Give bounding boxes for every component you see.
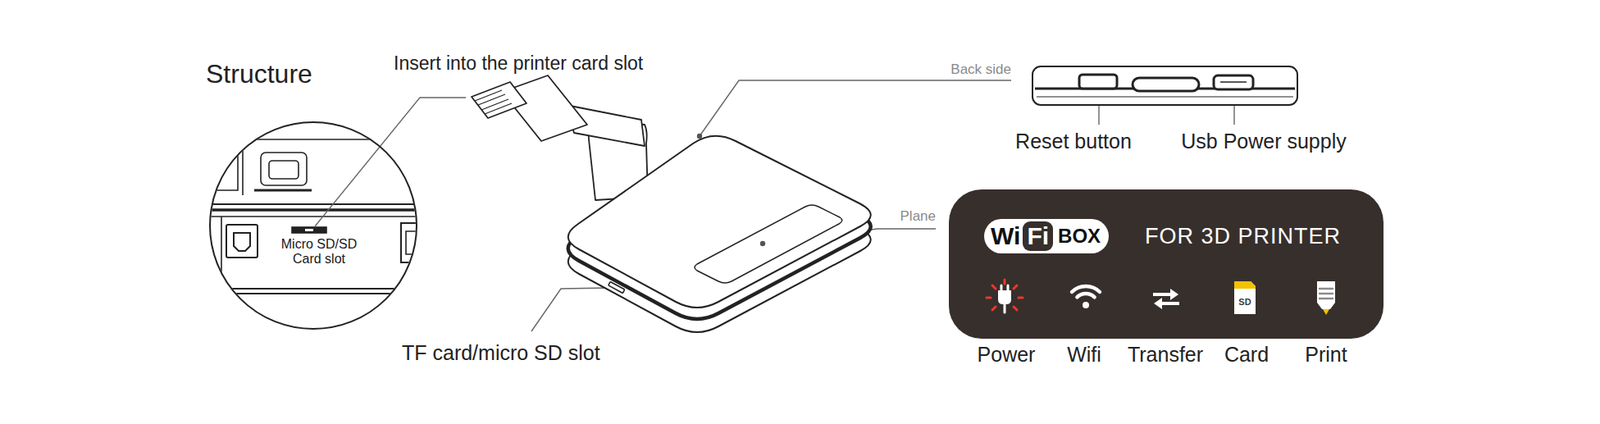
ribbon-cable bbox=[474, 90, 502, 101]
part-label: TF card/micro SD slot bbox=[401, 341, 601, 365]
slot-label: Micro SD/SD Card slot bbox=[271, 237, 367, 268]
wifi-icon bbox=[1076, 293, 1095, 297]
zoom-circle: Micro SD/SD Card slot bbox=[208, 120, 419, 331]
wifi-box-body bbox=[694, 205, 843, 283]
printer-closeup bbox=[401, 223, 426, 263]
zoom-outline bbox=[208, 120, 419, 331]
wifi-box-body bbox=[608, 281, 625, 293]
icon-text: SD bbox=[1238, 296, 1251, 308]
printer-closeup bbox=[237, 138, 427, 141]
back-side-view bbox=[1132, 77, 1199, 92]
wifi-icon bbox=[1082, 301, 1090, 309]
icon-label: Transfer bbox=[1127, 342, 1204, 367]
part-label: Reset button bbox=[1015, 129, 1132, 154]
card-icon bbox=[1234, 281, 1256, 315]
printer-closeup bbox=[205, 292, 427, 295]
icon-label: Card bbox=[1224, 342, 1269, 367]
printer-closeup bbox=[205, 208, 427, 212]
zoom-outline bbox=[209, 122, 417, 329]
printer-closeup bbox=[268, 160, 299, 179]
view-label: Plane bbox=[900, 208, 936, 225]
power-icon bbox=[1001, 285, 1008, 313]
wifi-box-body bbox=[568, 133, 871, 333]
logo-text: BOX bbox=[1057, 221, 1101, 251]
printer-closeup bbox=[205, 215, 427, 218]
back-side-view bbox=[1032, 66, 1298, 105]
part-label: Insert into the printer card slot bbox=[393, 52, 643, 74]
print-icon bbox=[1317, 281, 1336, 315]
icon-label: Wifi bbox=[1066, 342, 1102, 367]
leader-line bbox=[699, 80, 1012, 137]
printer-closeup bbox=[226, 224, 258, 258]
wifi-box-body bbox=[568, 136, 871, 308]
back-side-view bbox=[1036, 95, 1294, 97]
info-panel: FOR 3D PRINTER WiFiBOX SD bbox=[948, 189, 1384, 339]
logo-text: Wi bbox=[990, 221, 1021, 251]
printer-closeup bbox=[291, 227, 327, 233]
wifi-icon bbox=[1071, 286, 1100, 292]
view-label: Back side bbox=[950, 61, 1012, 78]
back-side-view bbox=[1079, 74, 1117, 89]
ribbon-cable bbox=[478, 94, 506, 105]
wifi-icon bbox=[1071, 286, 1100, 309]
transfer-icon bbox=[1153, 288, 1179, 301]
wifi-box-body bbox=[760, 241, 766, 247]
printer-closeup bbox=[241, 123, 244, 196]
logo-text: Fi bbox=[1022, 221, 1053, 251]
panel-icons bbox=[948, 189, 1384, 339]
print-icon bbox=[1317, 281, 1336, 310]
ribbon-cable bbox=[484, 103, 512, 114]
transfer-icon bbox=[1153, 288, 1180, 310]
wifi-box-body bbox=[697, 133, 702, 139]
leader-line bbox=[314, 97, 466, 227]
card-icon bbox=[1234, 281, 1256, 315]
printer-closeup bbox=[260, 152, 307, 186]
leader-line bbox=[531, 287, 609, 332]
printer-closeup bbox=[233, 232, 251, 251]
back-side-view bbox=[1032, 66, 1298, 105]
ribbon-cable bbox=[471, 75, 648, 201]
icon-label: Print bbox=[1304, 342, 1347, 367]
transfer-icon bbox=[1153, 297, 1180, 310]
printer-closeup bbox=[205, 203, 427, 206]
diagram-title: Structure bbox=[205, 59, 313, 90]
back-side-view bbox=[1220, 81, 1247, 83]
printer-closeup bbox=[220, 216, 223, 289]
logo-pill: WiFiBOX bbox=[984, 218, 1109, 254]
printer-closeup bbox=[305, 228, 314, 232]
power-icon bbox=[998, 290, 1012, 305]
panel-heading: FOR 3D PRINTER bbox=[1144, 223, 1341, 250]
print-icon bbox=[1319, 288, 1333, 299]
part-label: Usb Power supply bbox=[1180, 129, 1346, 154]
printer-closeup bbox=[254, 189, 312, 192]
back-side-view bbox=[1213, 75, 1254, 90]
power-icon bbox=[986, 279, 1023, 313]
card-icon bbox=[1234, 281, 1256, 289]
icon-label: Power bbox=[977, 342, 1036, 367]
ribbon-cable bbox=[481, 99, 509, 110]
ribbon-cable bbox=[471, 82, 527, 119]
print-icon bbox=[1322, 309, 1330, 315]
printer-closeup bbox=[205, 287, 427, 290]
